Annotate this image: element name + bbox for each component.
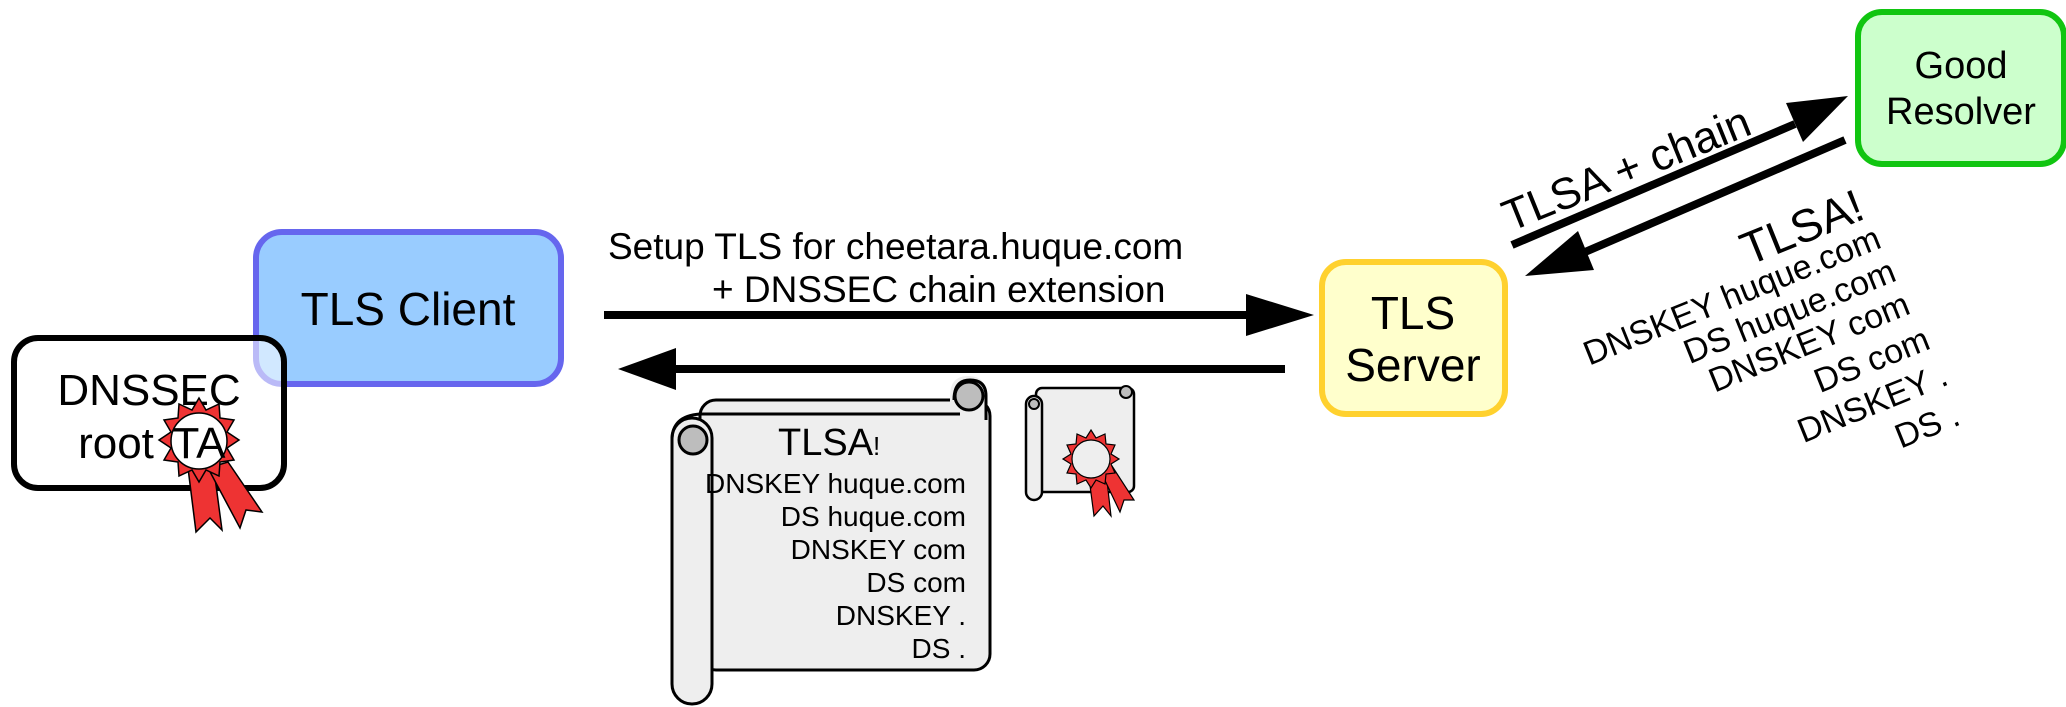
server-to-resolver-arrowhead (1786, 96, 1848, 142)
resolver-to-server-arrow (1583, 136, 1847, 256)
chain-scroll-title: TLSA (778, 422, 874, 464)
chain-scroll-line: DS . (912, 633, 966, 664)
chain-scroll-line: DNSKEY . (836, 600, 966, 631)
tls-server-line1: TLS (1371, 287, 1455, 339)
tls-server-box (1319, 259, 1508, 417)
resolver-response-text: TLSA! DNSKEY huque.com DS huque.com DNSK… (1578, 179, 1965, 456)
resolver-to-server-arrowhead (1525, 231, 1594, 276)
tls-client-box (253, 229, 564, 387)
certificate-scroll-icon (1024, 385, 1136, 518)
good-resolver-node: Good Resolver (1855, 9, 2066, 167)
server-to-client-edge (618, 348, 1285, 390)
server-to-resolver-arrow (1510, 120, 1797, 249)
chain-scroll-title-mark: ! (873, 431, 880, 461)
client-to-server-label-line1: Setup TLS for cheetara.huque.com (608, 226, 1183, 267)
server-to-client-arrowhead (618, 348, 676, 390)
client-to-server-label-line2: + DNSSEC chain extension (712, 269, 1166, 310)
good-resolver-line1: Good (1915, 45, 2008, 87)
server-to-resolver-label: TLSA + chain (1495, 97, 1757, 241)
dnssec-root-node: DNSSEC root (11, 335, 287, 491)
client-to-server-arrowhead (1246, 294, 1314, 336)
trust-anchor-seal-icon: TA (157, 396, 264, 534)
good-resolver-line2: Resolver (1886, 91, 2036, 133)
dnssec-root-line1: DNSSEC (57, 366, 240, 415)
chain-scroll-line: DNSKEY com (791, 534, 966, 565)
client-to-server-edge: Setup TLS for cheetara.huque.com + DNSSE… (604, 226, 1314, 336)
chain-scroll-icon (670, 376, 992, 706)
dnssec-root-line2: root (78, 419, 154, 468)
tls-server-line2: Server (1345, 339, 1480, 391)
tls-client-label: TLS Client (301, 283, 516, 335)
chain-scroll-line: DNSKEY huque.com (705, 468, 966, 499)
trust-anchor-label: TA (173, 419, 227, 468)
good-resolver-box (1855, 9, 2066, 167)
tls-client-node: TLS Client (253, 229, 564, 387)
chain-scroll-line: DS huque.com (781, 501, 966, 532)
resolver-to-server-edge (1525, 136, 1847, 276)
tls-server-node: TLS Server (1319, 259, 1508, 417)
chain-scroll-content: TLSA! DNSKEY huque.com DS huque.com DNSK… (705, 422, 966, 664)
chain-scroll-line: DS com (866, 567, 966, 598)
svg-text:TLSA!: TLSA! (778, 422, 880, 464)
